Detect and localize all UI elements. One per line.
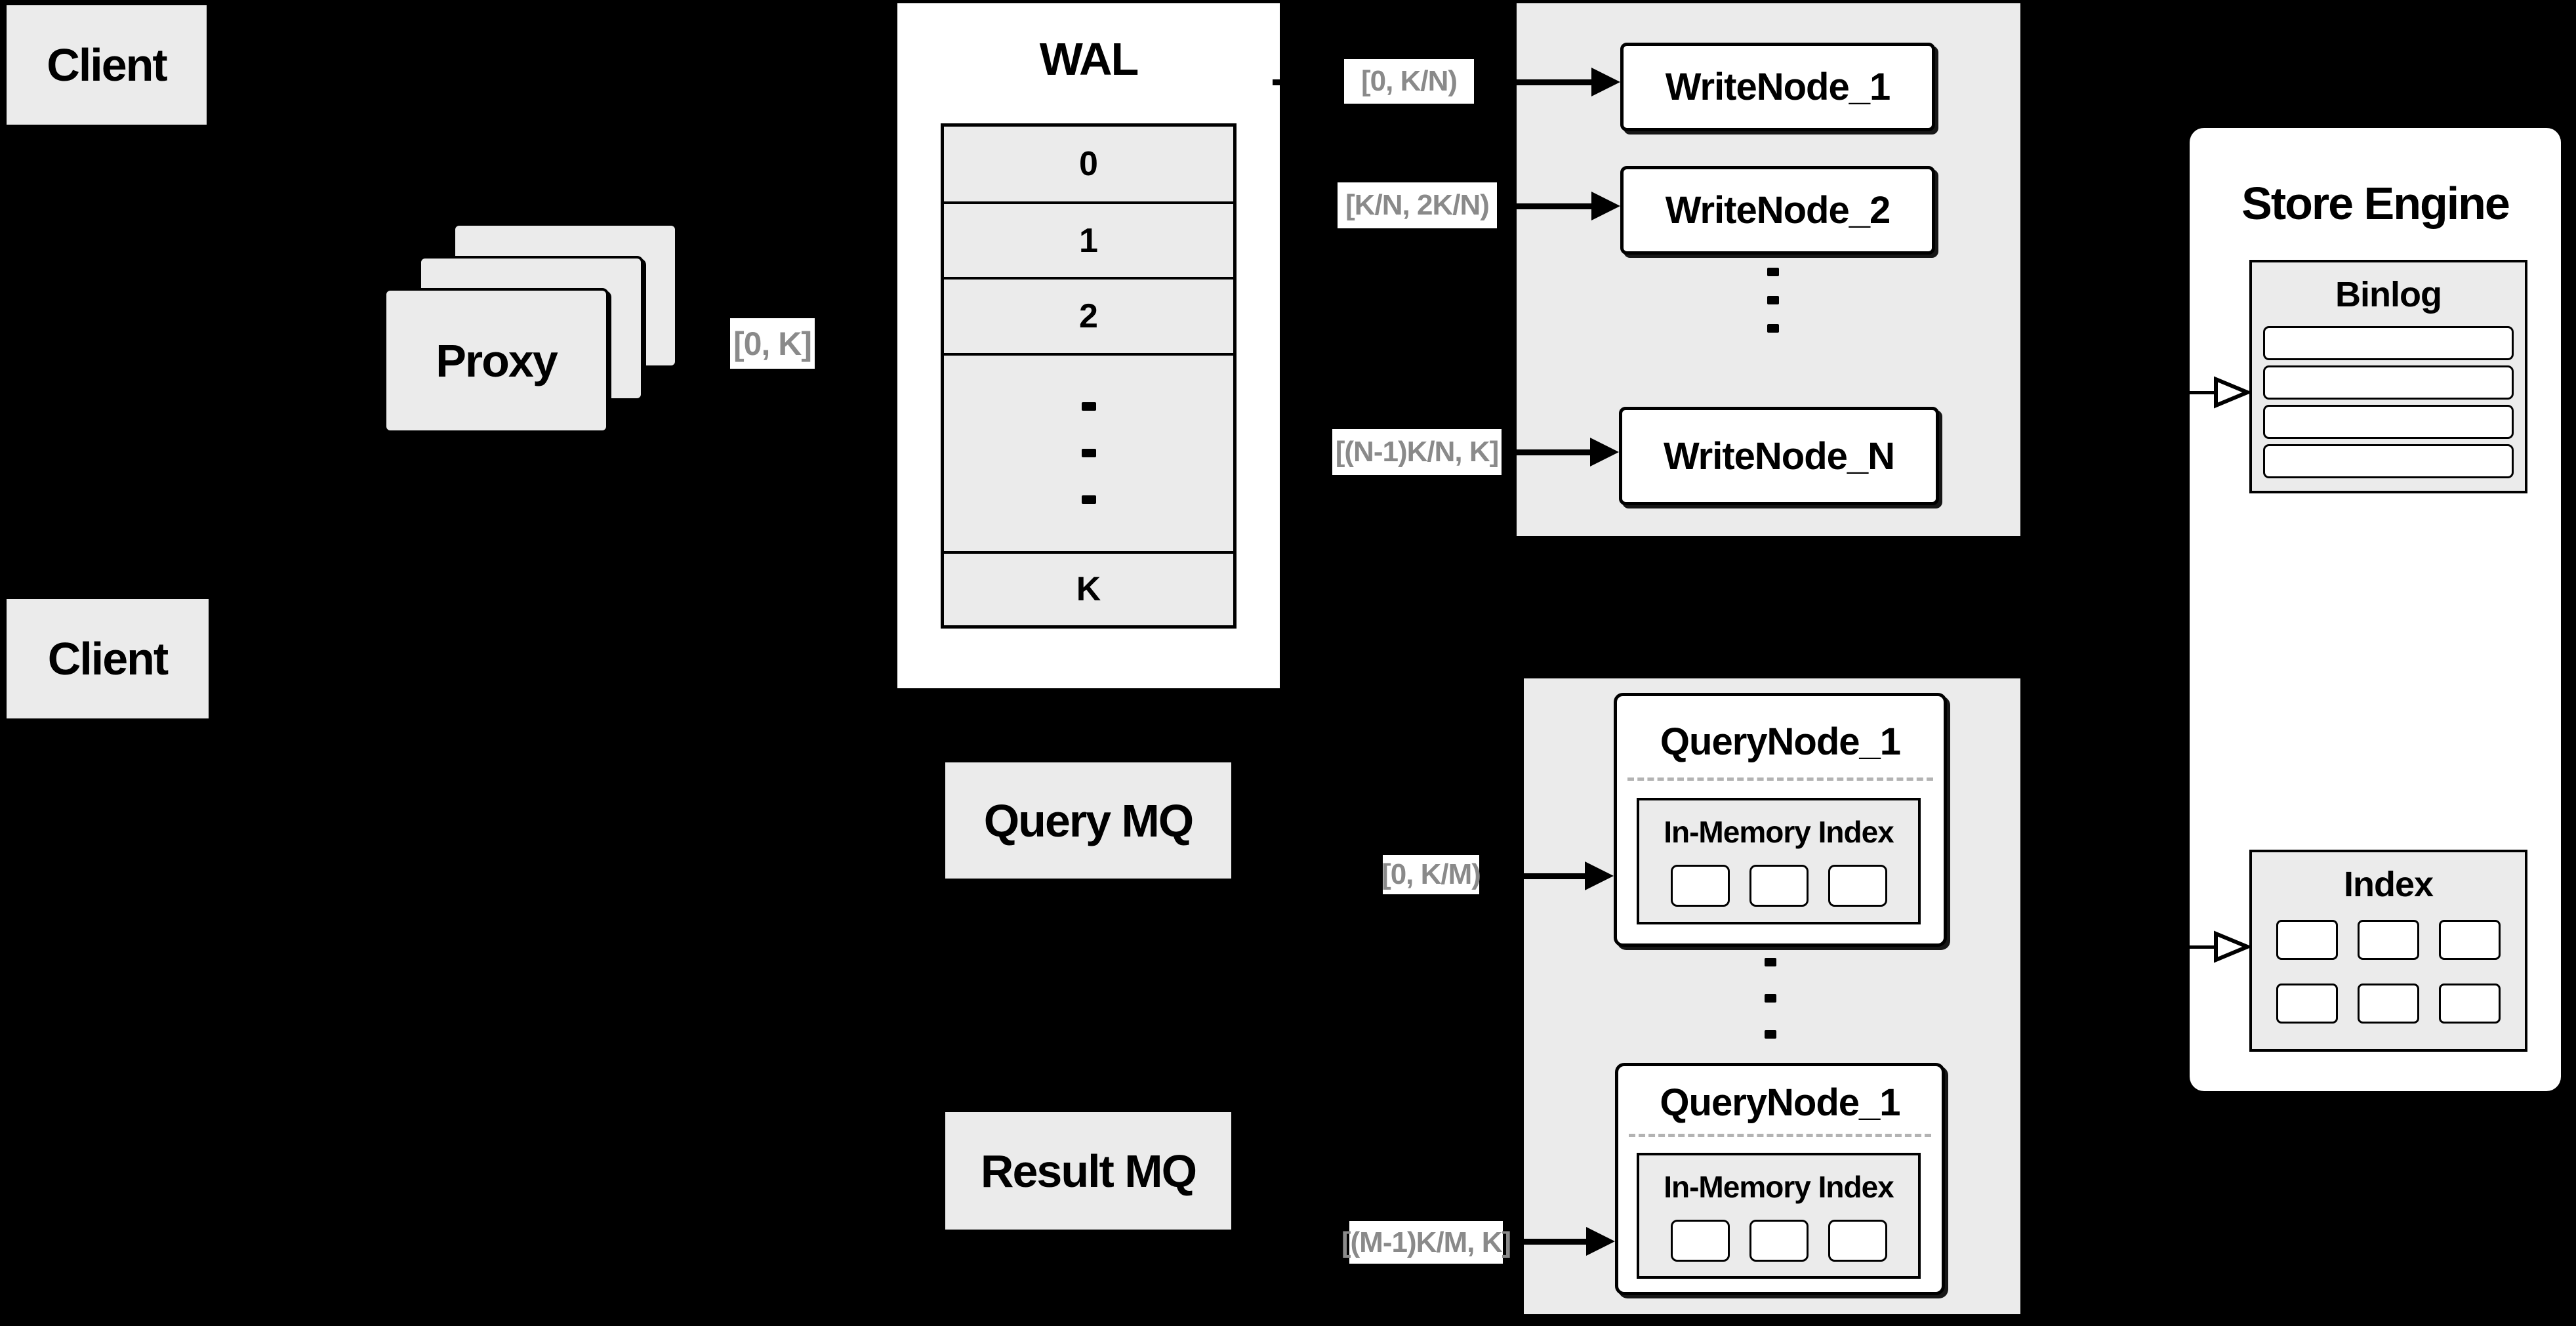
- proxy-label: Proxy: [436, 335, 558, 386]
- wal-row-0: 0: [944, 127, 1233, 205]
- index-cell: [2276, 920, 2338, 960]
- hollow-arrow-right-icon: [2214, 930, 2251, 963]
- wal-row-2: 2: [944, 280, 1233, 356]
- index-cell: [2358, 984, 2419, 1024]
- wal-title: WAL: [1039, 33, 1139, 85]
- vertical-ellipsis-icon: [1081, 402, 1096, 505]
- wal-table: 0 1 2 K: [941, 123, 1237, 629]
- arrow-right-icon: [1591, 68, 1620, 96]
- client-bottom-label: Client: [47, 633, 169, 684]
- query-node-bottom: QueryNode_1 In-Memory Index: [1615, 1063, 1945, 1295]
- wal-row-ellipsis: [944, 355, 1233, 554]
- in-memory-index-title-top: In-Memory Index: [1664, 815, 1894, 849]
- range-label-write-n: [(N-1)K/N, K]: [1332, 429, 1502, 475]
- wal-row-k: K: [944, 553, 1233, 625]
- arrow-right-icon: [1585, 861, 1614, 890]
- range-label-proxy-out: [0, K]: [730, 318, 815, 369]
- index-cell: [1670, 1220, 1730, 1262]
- range-label-query-m: [(M-1)K/M, K]: [1341, 1221, 1511, 1264]
- index-cell: [2358, 920, 2419, 960]
- arrow-right-icon: [1591, 192, 1620, 220]
- in-memory-index-box-bottom: In-Memory Index: [1637, 1153, 1921, 1279]
- store-engine-title: Store Engine: [2241, 178, 2510, 229]
- index-cell: [1828, 865, 1887, 907]
- range-label-query-1: [0, K/M): [1381, 855, 1481, 894]
- arrow-write-n-line: [1496, 449, 1593, 455]
- index-cell: [2276, 984, 2338, 1024]
- binlog-row: [2263, 365, 2514, 400]
- index-box: Index: [2249, 850, 2527, 1052]
- write-node-2: WriteNode_2: [1620, 166, 1935, 255]
- query-node-top-title: QueryNode_1: [1660, 720, 1901, 763]
- binlog-row: [2263, 444, 2514, 478]
- index-cells: [2252, 920, 2525, 1024]
- arrow-right-icon: [1586, 1227, 1615, 1256]
- write-nodes-ellipsis-icon: [1767, 268, 1779, 333]
- in-memory-index-cells-bottom: [1639, 1220, 1918, 1262]
- write-node-1: WriteNode_1: [1620, 43, 1935, 131]
- index-cell: [1670, 865, 1730, 907]
- in-memory-index-box-top: In-Memory Index: [1637, 798, 1921, 924]
- query-node-bottom-divider: [1629, 1134, 1931, 1137]
- query-nodes-ellipsis-icon: [1765, 958, 1776, 1039]
- in-memory-index-title-bottom: In-Memory Index: [1664, 1170, 1894, 1204]
- arrow-binlog-line: [2166, 391, 2216, 394]
- client-top-label: Client: [47, 39, 167, 91]
- range-label-write-1: [0, K/N): [1344, 59, 1474, 104]
- client-top-box: Client: [7, 5, 207, 125]
- binlog-rows: [2252, 326, 2525, 478]
- index-cell: [1749, 865, 1809, 907]
- binlog-title: Binlog: [2335, 274, 2442, 314]
- arrow-index-line: [2166, 945, 2216, 949]
- client-bottom-box: Client: [7, 599, 209, 718]
- result-mq-box: Result MQ: [945, 1112, 1231, 1230]
- binlog-row: [2263, 405, 2514, 439]
- arrow-write-2-line: [1489, 203, 1594, 209]
- index-title: Index: [2343, 864, 2434, 904]
- in-memory-index-cells-top: [1639, 865, 1918, 907]
- wal-panel: WAL 0 1 2 K: [897, 3, 1280, 688]
- hollow-arrow-right-icon: [2214, 376, 2251, 409]
- query-node-bottom-title: QueryNode_1: [1660, 1081, 1900, 1124]
- proxy-card-front: Proxy: [384, 288, 609, 433]
- wal-row-1: 1: [944, 204, 1233, 280]
- arrow-right-icon: [1590, 438, 1619, 466]
- query-mq-box: Query MQ: [945, 762, 1231, 879]
- index-cell: [1828, 1220, 1887, 1262]
- query-node-top: QueryNode_1 In-Memory Index: [1614, 693, 1947, 947]
- index-cell: [1749, 1220, 1809, 1262]
- query-node-top-divider: [1627, 777, 1933, 781]
- index-cell: [2439, 984, 2501, 1024]
- binlog-box: Binlog: [2249, 260, 2527, 493]
- binlog-row: [2263, 326, 2514, 360]
- range-label-write-2: [K/N, 2K/N): [1338, 182, 1497, 228]
- arrow-query-1-line: [1391, 873, 1587, 879]
- write-node-n: WriteNode_N: [1619, 407, 1939, 505]
- index-cell: [2439, 920, 2501, 960]
